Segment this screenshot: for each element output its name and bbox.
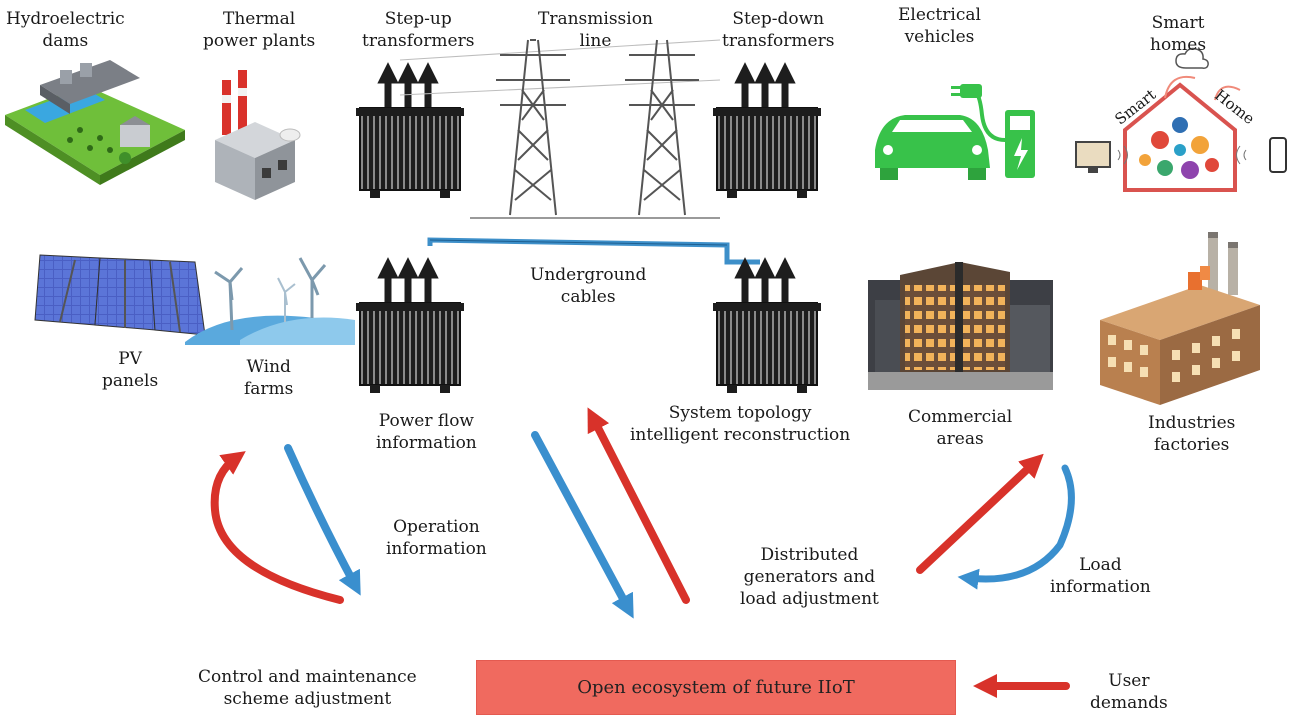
label-industries-factories: Industries factories	[1148, 412, 1235, 456]
label-commercial-areas: Commercial areas	[908, 406, 1012, 450]
label-line: Wind	[246, 357, 291, 377]
thermal-plant-icon	[215, 70, 301, 200]
label-line: power plants	[203, 31, 316, 51]
label-line: System topology	[668, 403, 812, 423]
label-line: Step-down	[732, 9, 825, 29]
label-operation-information: Operation information	[386, 516, 487, 560]
label-power-flow-information: Power flow information	[376, 410, 477, 454]
label-system-topology: System topology intelligent reconstructi…	[630, 402, 850, 446]
label-line: homes	[1150, 35, 1207, 55]
iiot-ecosystem-label: Open ecosystem of future IIoT	[577, 677, 855, 698]
label-line: Control and maintenance	[198, 667, 417, 687]
label-line: factories	[1154, 435, 1230, 455]
label-line: Load	[1079, 555, 1122, 575]
electric-vehicle-icon	[875, 84, 1035, 180]
iiot-ecosystem-box: Open ecosystem of future IIoT	[476, 660, 956, 715]
label-line: Power flow	[378, 411, 474, 431]
label-line: load adjustment	[740, 589, 879, 609]
label-line: Underground	[530, 265, 647, 285]
step-down-transformer-icon	[713, 62, 821, 198]
underground-cable-icon	[427, 237, 760, 265]
label-control-maintenance: Control and maintenance scheme adjustmen…	[198, 666, 417, 710]
factory-icon	[1100, 232, 1260, 405]
wind-farm-icon	[185, 257, 355, 345]
smart-home-icon	[1075, 47, 1287, 192]
label-line: areas	[936, 429, 984, 449]
label-line: Thermal	[223, 9, 296, 29]
topology-reconstruction-arrow	[587, 407, 690, 604]
commercial-building-icon	[868, 262, 1053, 390]
hydroelectric-dam-icon	[5, 60, 185, 185]
label-step-up-transformers: Step-up transformers	[362, 8, 474, 52]
label-line: generators and	[743, 567, 876, 587]
operation-info-arrow	[284, 444, 361, 596]
transmission-line-icon	[399, 39, 721, 219]
label-electrical-vehicles: Electrical vehicles	[898, 4, 981, 48]
label-line: information	[1050, 577, 1151, 597]
label-line: transformers	[722, 31, 835, 51]
label-smart-homes: Smart homes	[1150, 12, 1206, 56]
control-adjustment-arrow	[210, 451, 344, 604]
distributed-adjustment-arrow	[916, 453, 1044, 574]
label-line: scheme adjustment	[223, 689, 392, 709]
label-line: vehicles	[904, 27, 975, 47]
label-line: Commercial	[908, 407, 1013, 427]
label-load-information: Load information	[1050, 554, 1151, 598]
label-line: Distributed	[760, 545, 859, 565]
label-line: Hydroelectric	[6, 9, 125, 29]
label-thermal-power-plants: Thermal power plants	[203, 8, 315, 52]
label-line: panels	[102, 371, 159, 391]
label-wind-farms: Wind farms	[244, 356, 293, 400]
label-line: Transmission	[538, 9, 653, 29]
label-underground-cables: Underground cables	[530, 264, 646, 308]
label-line: dams	[42, 31, 89, 51]
label-line: demands	[1090, 693, 1168, 713]
label-line: intelligent reconstruction	[630, 425, 851, 445]
label-pv-panels: PV panels	[102, 348, 158, 392]
label-transmission-line: Transmission line	[538, 8, 653, 52]
step-down-transformer-lower-icon	[713, 257, 821, 393]
load-info-arrow	[957, 464, 1075, 590]
power-flow-arrow	[531, 431, 634, 619]
label-line: User	[1108, 671, 1150, 691]
label-line: Smart	[1151, 13, 1205, 33]
label-line: Operation	[393, 517, 480, 537]
label-line: information	[376, 433, 477, 453]
label-user-demands: User demands	[1090, 670, 1168, 714]
label-line: information	[386, 539, 487, 559]
label-step-down-transformers: Step-down transformers	[722, 8, 834, 52]
pv-panels-icon	[34, 254, 206, 336]
label-line: PV	[118, 349, 142, 369]
step-up-transformer-lower-icon	[356, 257, 464, 393]
label-line: line	[579, 31, 612, 51]
label-line: Industries	[1148, 413, 1236, 433]
label-line: transformers	[362, 31, 475, 51]
label-distributed-generators: Distributed generators and load adjustme…	[740, 544, 879, 610]
step-up-transformer-icon	[356, 62, 464, 198]
label-line: farms	[244, 379, 294, 399]
label-line: cables	[560, 287, 616, 307]
label-line: Electrical	[898, 5, 981, 25]
label-hydroelectric-dams: Hydroelectric dams	[6, 8, 125, 52]
label-line: Step-up	[384, 9, 452, 29]
